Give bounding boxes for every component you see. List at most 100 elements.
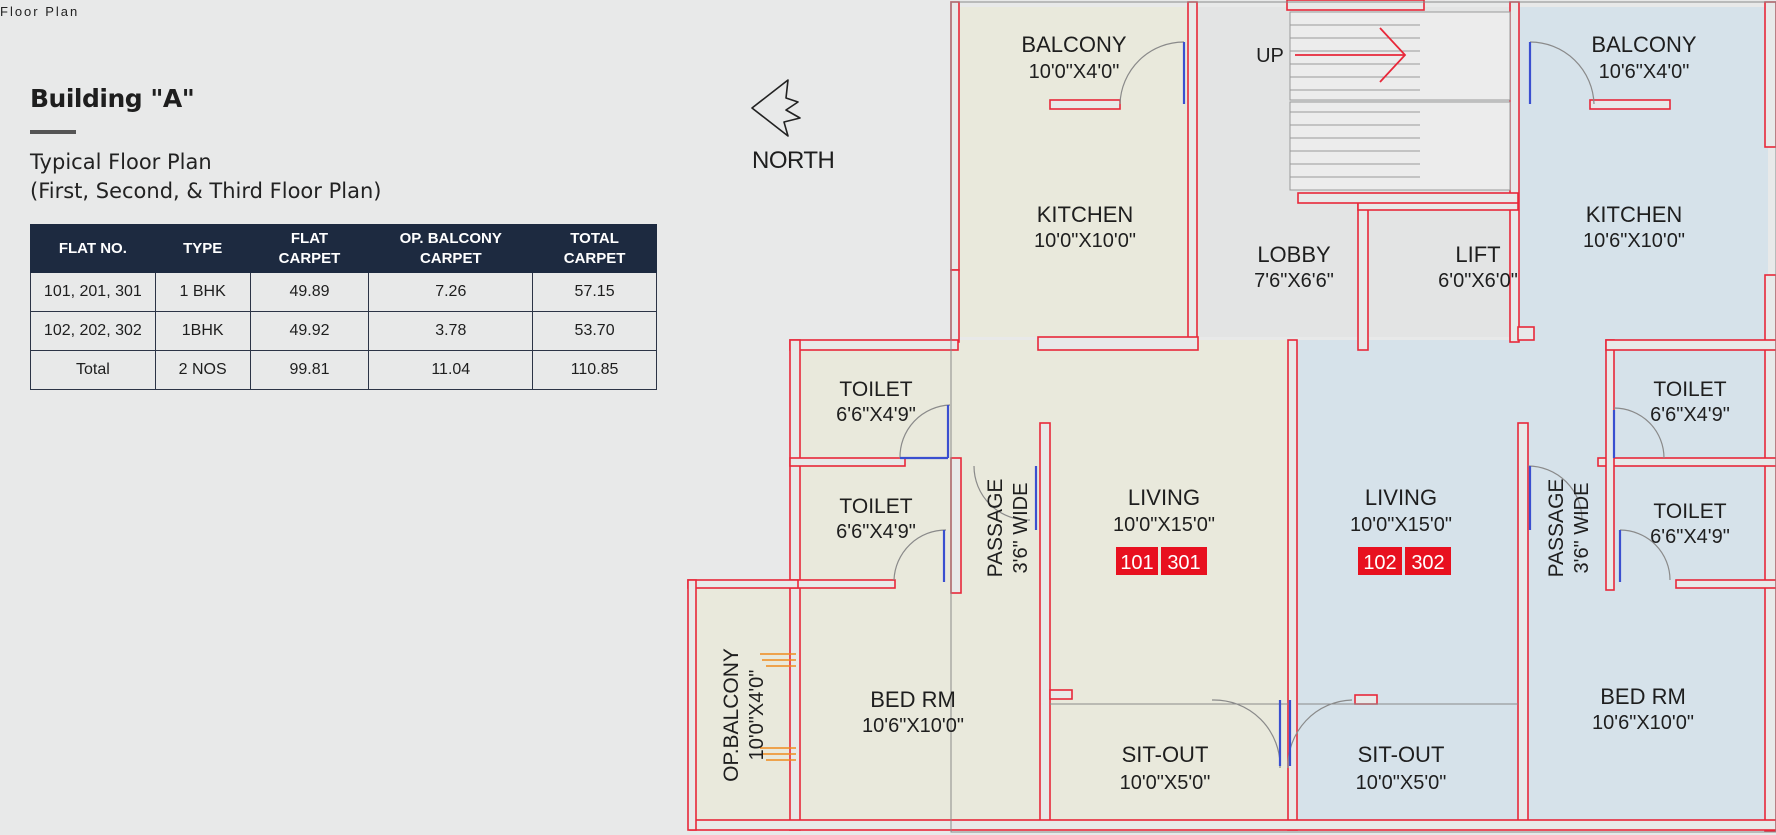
svg-text:10'0"X10'0": 10'0"X10'0" <box>1034 230 1136 252</box>
svg-text:6'0"X6'0": 6'0"X6'0" <box>1438 270 1518 292</box>
svg-text:10'6"X10'0": 10'6"X10'0" <box>862 715 964 737</box>
room-living-left: LIVING 10'0"X15'0" <box>1113 485 1215 536</box>
table-cell: 101, 201, 301 <box>30 272 156 312</box>
svg-text:BED RM: BED RM <box>1600 684 1686 709</box>
north-label: NORTH <box>752 147 835 174</box>
svg-text:6'6"X4'9": 6'6"X4'9" <box>836 404 916 426</box>
table-cell: 1 BHK <box>154 272 251 312</box>
flat-badges-right: 102 302 <box>1358 547 1451 575</box>
svg-text:LIVING: LIVING <box>1128 485 1200 510</box>
room-passage-left: PASSAGE 3'6" WIDE <box>984 479 1032 578</box>
flat-left-floor <box>688 7 1288 828</box>
floor-plan-drawing: BALCONY 10'0"X4'0" BALCONY 10'6"X4'0" UP… <box>687 0 1776 833</box>
building-title: Building "A" <box>30 84 195 113</box>
room-toilet-right-upper: TOILET 6'6"X4'9" <box>1650 378 1730 426</box>
window-marks <box>760 653 796 761</box>
svg-text:BED RM: BED RM <box>870 687 956 712</box>
table-cell: 99.81 <box>249 350 370 390</box>
room-balcony-left: BALCONY 10'0"X4'0" <box>1021 32 1126 83</box>
svg-text:PASSAGE: PASSAGE <box>984 479 1007 578</box>
table-total-row: Total 2 NOS 99.81 11.04 110.85 <box>30 350 657 390</box>
svg-text:10'0"X5'0": 10'0"X5'0" <box>1356 772 1447 794</box>
stair-up-label: UP <box>1256 45 1284 67</box>
room-living-right: LIVING 10'0"X15'0" <box>1350 485 1452 536</box>
svg-text:LIFT: LIFT <box>1455 242 1500 267</box>
table-cell: 7.26 <box>368 272 534 312</box>
svg-text:3'6" WIDE: 3'6" WIDE <box>1010 483 1032 574</box>
room-bed-left: BED RM 10'6"X10'0" <box>862 687 964 737</box>
room-sitout-right: SIT-OUT 10'0"X5'0" <box>1356 742 1447 794</box>
svg-text:BALCONY: BALCONY <box>1021 32 1126 57</box>
svg-text:10'0"X4'0": 10'0"X4'0" <box>1029 61 1120 83</box>
room-op-balcony: OP.BALCONY 10'0"X4'0" <box>720 648 768 782</box>
table-row: 101, 201, 301 1 BHK 49.89 7.26 57.15 <box>30 272 657 312</box>
stair-up-arrow-icon <box>1295 27 1407 83</box>
title-underline <box>30 130 76 134</box>
svg-text:10'0"X15'0": 10'0"X15'0" <box>1113 514 1215 536</box>
svg-text:LOBBY: LOBBY <box>1257 242 1331 267</box>
section-label: Floor Plan <box>0 4 80 19</box>
svg-text:10'0"X4'0": 10'0"X4'0" <box>746 670 768 761</box>
svg-text:BALCONY: BALCONY <box>1591 32 1696 57</box>
svg-text:6'6"X4'9": 6'6"X4'9" <box>1650 404 1730 426</box>
svg-text:SIT-OUT: SIT-OUT <box>1122 742 1209 767</box>
svg-text:10'6"X10'0": 10'6"X10'0" <box>1592 712 1694 734</box>
flat-number-badge: 301 <box>1167 552 1200 574</box>
staircase <box>1289 11 1511 191</box>
north-arrow-icon <box>751 79 801 137</box>
table-cell: 49.89 <box>249 272 370 312</box>
svg-text:LIVING: LIVING <box>1365 485 1437 510</box>
table-cell: 49.92 <box>249 311 370 351</box>
svg-text:6'6"X4'9": 6'6"X4'9" <box>1650 526 1730 548</box>
svg-text:KITCHEN: KITCHEN <box>1586 202 1683 227</box>
walls <box>687 0 1776 832</box>
room-toilet-left-upper: TOILET 6'6"X4'9" <box>836 378 916 426</box>
table-cell: 102, 202, 302 <box>30 311 156 351</box>
table-cell: 110.85 <box>532 350 657 390</box>
svg-text:OP.BALCONY: OP.BALCONY <box>720 648 743 782</box>
table-cell: 1BHK <box>154 311 251 351</box>
svg-text:10'0"X15'0": 10'0"X15'0" <box>1350 514 1452 536</box>
svg-text:SIT-OUT: SIT-OUT <box>1358 742 1445 767</box>
room-kitchen-left: KITCHEN 10'0"X10'0" <box>1034 202 1136 252</box>
door-swings <box>893 41 1671 769</box>
svg-text:3'6" WIDE: 3'6" WIDE <box>1571 483 1593 574</box>
svg-text:PASSAGE: PASSAGE <box>1545 479 1568 578</box>
table-cell: 2 NOS <box>154 350 251 390</box>
table-cell: 11.04 <box>368 350 534 390</box>
plan-subtitle: Typical Floor Plan <box>30 150 212 174</box>
table-cell: 53.70 <box>532 311 657 351</box>
flat-number-badge: 102 <box>1363 552 1396 574</box>
door-leaves <box>900 42 1622 766</box>
room-lobby: LOBBY 7'6"X6'6" <box>1254 242 1334 292</box>
col-header-type: TYPE <box>154 224 251 273</box>
room-sitout-left: SIT-OUT 10'0"X5'0" <box>1120 742 1211 794</box>
table-cell: 57.15 <box>532 272 657 312</box>
flat-badges-left: 101 301 <box>1116 547 1207 575</box>
table-cell: Total <box>30 350 156 390</box>
svg-text:TOILET: TOILET <box>1653 500 1726 523</box>
room-lift: LIFT 6'0"X6'0" <box>1438 242 1518 292</box>
room-balcony-right: BALCONY 10'6"X4'0" <box>1591 32 1696 83</box>
frame-lines <box>950 1 1776 833</box>
flat-number-badge: 101 <box>1120 552 1153 574</box>
col-header-flat-no: FLAT NO. <box>30 224 156 273</box>
svg-text:7'6"X6'6": 7'6"X6'6" <box>1254 270 1334 292</box>
svg-text:10'6"X4'0": 10'6"X4'0" <box>1599 61 1690 83</box>
svg-text:10'6"X10'0": 10'6"X10'0" <box>1583 230 1685 252</box>
svg-text:10'0"X5'0": 10'0"X5'0" <box>1120 772 1211 794</box>
svg-text:TOILET: TOILET <box>839 495 912 518</box>
svg-text:6'6"X4'9": 6'6"X4'9" <box>836 521 916 543</box>
room-bed-right: BED RM 10'6"X10'0" <box>1592 684 1694 734</box>
table-row: 102, 202, 302 1BHK 49.92 3.78 53.70 <box>30 311 657 351</box>
room-toilet-left-lower: TOILET 6'6"X4'9" <box>836 495 916 543</box>
room-toilet-right-lower: TOILET 6'6"X4'9" <box>1650 500 1730 548</box>
svg-text:TOILET: TOILET <box>1653 378 1726 401</box>
svg-text:TOILET: TOILET <box>839 378 912 401</box>
room-kitchen-right: KITCHEN 10'6"X10'0" <box>1583 202 1685 252</box>
